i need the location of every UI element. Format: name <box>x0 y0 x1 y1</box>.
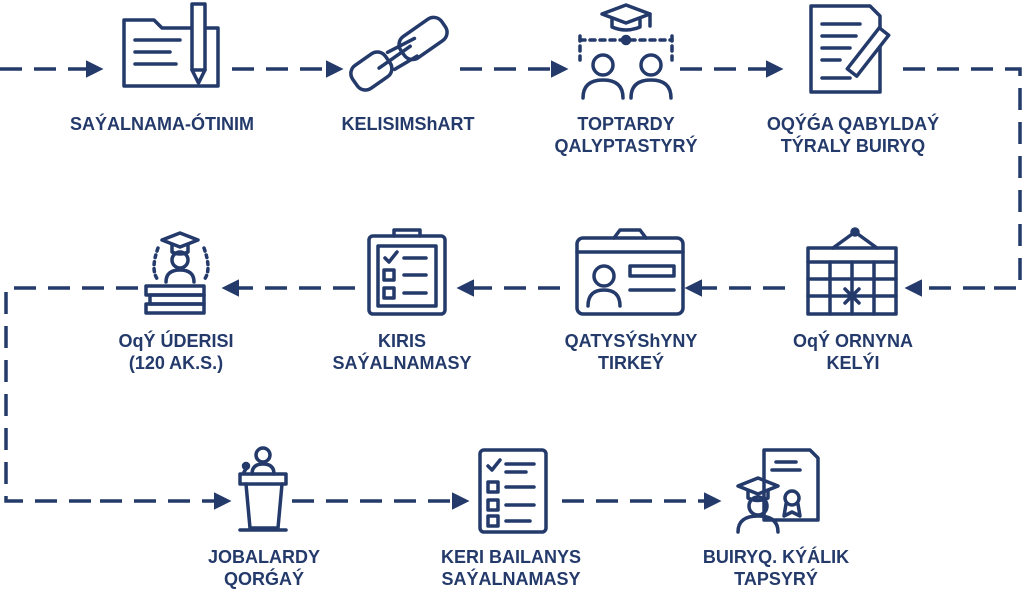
graduate-books-icon <box>144 231 210 315</box>
step-4-label-line-1: OQÝǴA QABYLDAÝ <box>766 114 940 134</box>
step-6-label-line-2: TIRKEÝ <box>597 353 665 373</box>
folder-pen-icon <box>122 2 220 88</box>
step-1-label-line-1: SAÝALNAMA-ÓTINIM <box>70 114 254 134</box>
checklist-document-icon <box>478 448 548 534</box>
connector-row1-to-row2 <box>903 67 1022 290</box>
step-9-label-line-1: JOBALARDY <box>207 547 321 567</box>
handshake-icon <box>349 15 449 92</box>
step-3-label-line-2: QALYPTASTYRÝ <box>554 136 698 156</box>
calendar-icon <box>806 227 898 316</box>
step-8-label-line-2: (120 AK.S.) <box>128 353 224 373</box>
graduate-certificate-icon <box>736 448 820 534</box>
step-5-label-line-1: OqÝ ORNYNA <box>792 331 914 351</box>
step-3-label-line-1: TOPTARDY <box>577 114 675 134</box>
step-2-label: KELISIMShART <box>342 113 475 135</box>
step-6-label-line-1: QATYSÝShYNY <box>564 331 698 351</box>
group-graduation-icon <box>578 3 674 100</box>
step-8-label-line-1: OqÝ ÚDERISI <box>118 331 234 351</box>
step-10-label-line-2: SAÝALNAMASY <box>441 569 581 589</box>
step-7-label-line-1: KIRIS <box>377 331 427 351</box>
step-1-label: SAÝALNAMA-ÓTINIM <box>70 113 254 135</box>
step-9-label-line-2: QORǴAÝ <box>223 569 305 589</box>
document-pen-icon <box>809 4 891 94</box>
clipboard-checklist-icon <box>367 228 447 316</box>
podium-speaker-icon <box>238 446 288 532</box>
step-2-label-line-1: KELISIMShART <box>341 114 475 134</box>
step-10-label-line-1: KERI BAILANYS <box>440 547 582 567</box>
id-card-icon <box>575 228 685 316</box>
step-11-label-line-2: TAPSYRÝ <box>734 569 818 589</box>
step-5-label-line-2: KELÝI <box>826 353 880 373</box>
connector-row2-to-row3 <box>4 286 138 503</box>
step-4-label-line-2: TÝRALY BUIRYQ <box>780 136 926 156</box>
step-7-label-line-2: SAÝALNAMASY <box>332 353 472 373</box>
step-11-label-line-1: BUIRYQ. KÝÁLIK <box>702 547 850 567</box>
step-8-label: OqÝ ÚDERISI(120 AK.S.) <box>118 330 233 374</box>
